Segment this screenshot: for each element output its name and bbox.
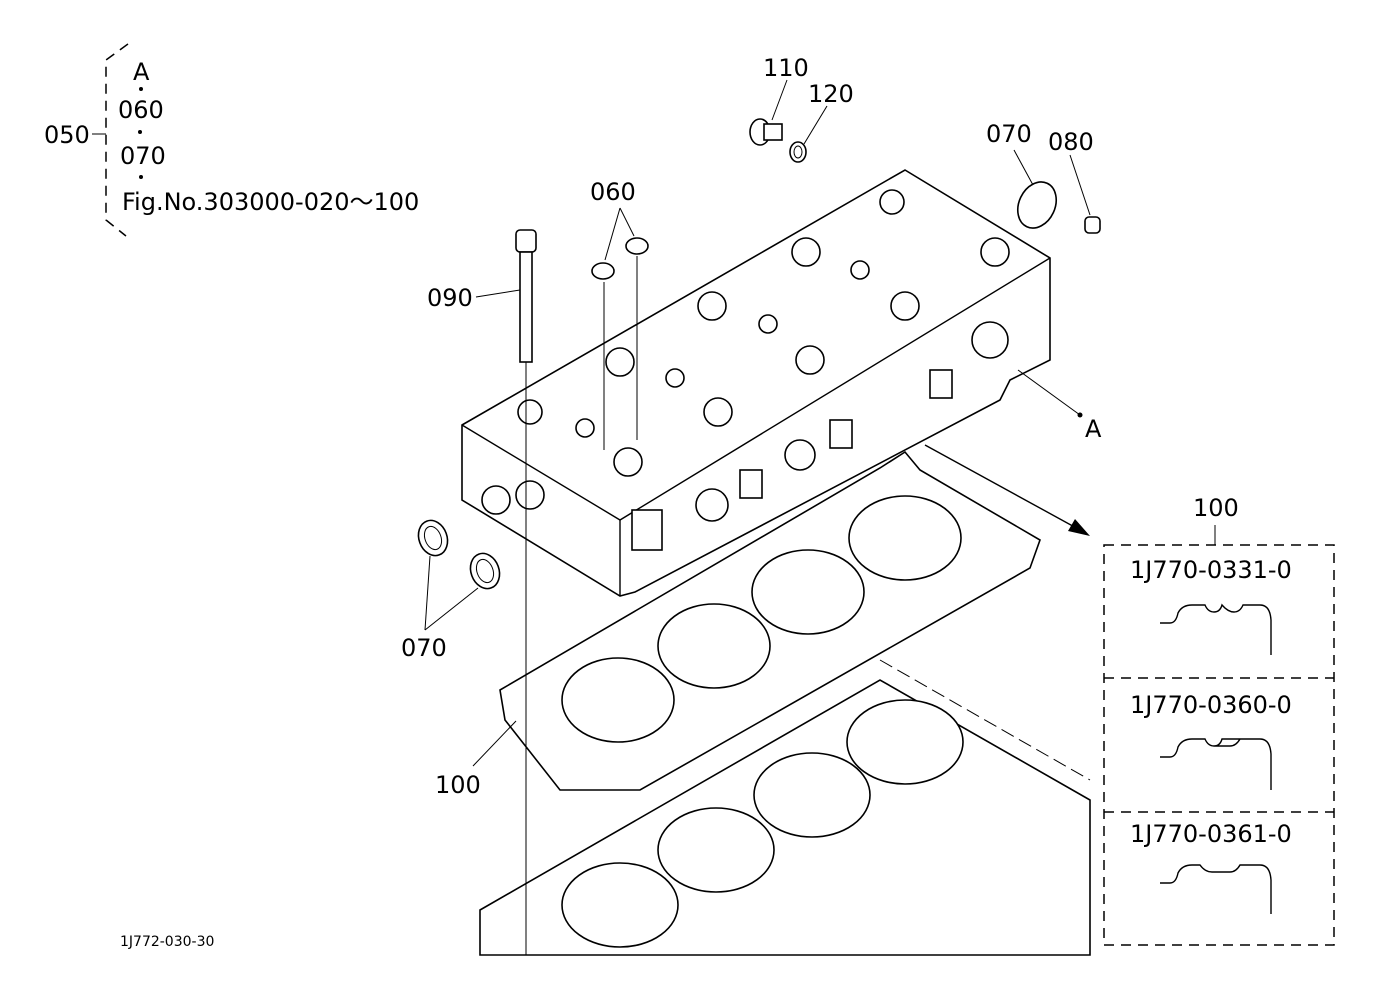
valve-bosses [517, 189, 1010, 522]
callout-070-top[interactable]: 070 [986, 120, 1032, 148]
callout-090[interactable]: 090 [427, 284, 473, 312]
bolt-090[interactable] [515, 229, 537, 363]
block-bore-3 [753, 752, 871, 838]
seals-070-left[interactable] [414, 516, 505, 592]
seals-060[interactable] [591, 237, 649, 280]
variants-box [1103, 544, 1335, 946]
block-bore-2 [657, 807, 775, 893]
variant-part-number: 1J770-0361-0 [1130, 820, 1292, 848]
leader-110 [771, 79, 788, 121]
leader-060-b [619, 207, 635, 237]
head-gasket[interactable] [499, 450, 1041, 791]
gasket-bore-2 [657, 603, 771, 689]
gasket-variants-panel: 100 1J770-0331-0 1J770-0360-0 1J770-0361… [1103, 494, 1335, 946]
leader-100-left [472, 720, 517, 767]
leader-080 [1069, 154, 1091, 216]
callout-070-left[interactable]: 070 [401, 634, 447, 662]
variants-callout[interactable]: 100 [1193, 494, 1239, 522]
variant-part-number: 1J770-0331-0 [1130, 556, 1292, 584]
callout-110[interactable]: 110 [763, 54, 809, 82]
leader-070-left-b [424, 587, 479, 631]
gasket-profile-icon [1160, 603, 1272, 655]
reference-dot [1077, 412, 1083, 418]
block-bore-4 [846, 699, 964, 785]
leader-120 [803, 105, 828, 145]
gasket-bore-4 [848, 495, 962, 581]
leader-a [1017, 369, 1081, 416]
washer-120-hole [793, 145, 803, 159]
leader-090 [475, 289, 521, 298]
plug-070-top[interactable] [1011, 176, 1064, 235]
callout-100-left[interactable]: 100 [435, 771, 481, 799]
figure-code: 1J772-030-30 [120, 934, 214, 950]
callout-080[interactable]: 080 [1048, 128, 1094, 156]
group-item-070[interactable]: 070 [120, 142, 166, 170]
gasket-profile-icon [1160, 864, 1272, 914]
variant-option-3[interactable]: 1J770-0361-0 [1130, 820, 1292, 914]
gasket-bore-1 [561, 657, 675, 743]
cylinder-head[interactable] [461, 169, 1051, 597]
cylinder-head-body [461, 169, 1051, 597]
block-bore-1 [561, 862, 679, 948]
plug-080[interactable] [1084, 216, 1101, 234]
side-ports [481, 369, 953, 551]
block-centerline [879, 659, 1091, 781]
bullet-dot [138, 130, 142, 134]
group-bracket-050: 050 A 060 070 Fig.No.303000-020〜100 [44, 43, 419, 237]
leader-060-a [604, 207, 621, 261]
gasket-profile-icon [1160, 738, 1272, 790]
variant-option-1[interactable]: 1J770-0331-0 [1130, 556, 1292, 655]
group-item-060[interactable]: 060 [118, 96, 164, 124]
variant-option-2[interactable]: 1J770-0360-0 [1130, 691, 1292, 790]
group-item-fig-ref[interactable]: Fig.No.303000-020〜100 [122, 188, 419, 216]
group-number[interactable]: 050 [44, 121, 90, 149]
washer-120[interactable] [789, 141, 807, 163]
bullet-dot [139, 175, 143, 179]
plug-110[interactable] [749, 118, 783, 146]
gasket-bore-3 [751, 549, 865, 635]
leader-070-top [1013, 149, 1034, 186]
callout-120[interactable]: 120 [808, 80, 854, 108]
callout-060[interactable]: 060 [590, 178, 636, 206]
variant-part-number: 1J770-0360-0 [1130, 691, 1292, 719]
callout-a[interactable]: A [1085, 415, 1102, 443]
cylinder-block[interactable] [479, 659, 1091, 956]
detail-arrow [924, 444, 1081, 531]
bullet-dot [139, 87, 143, 91]
leader-070-left-a [424, 555, 431, 631]
group-item-a[interactable]: A [133, 58, 150, 86]
arrow-head-icon [1068, 519, 1090, 536]
